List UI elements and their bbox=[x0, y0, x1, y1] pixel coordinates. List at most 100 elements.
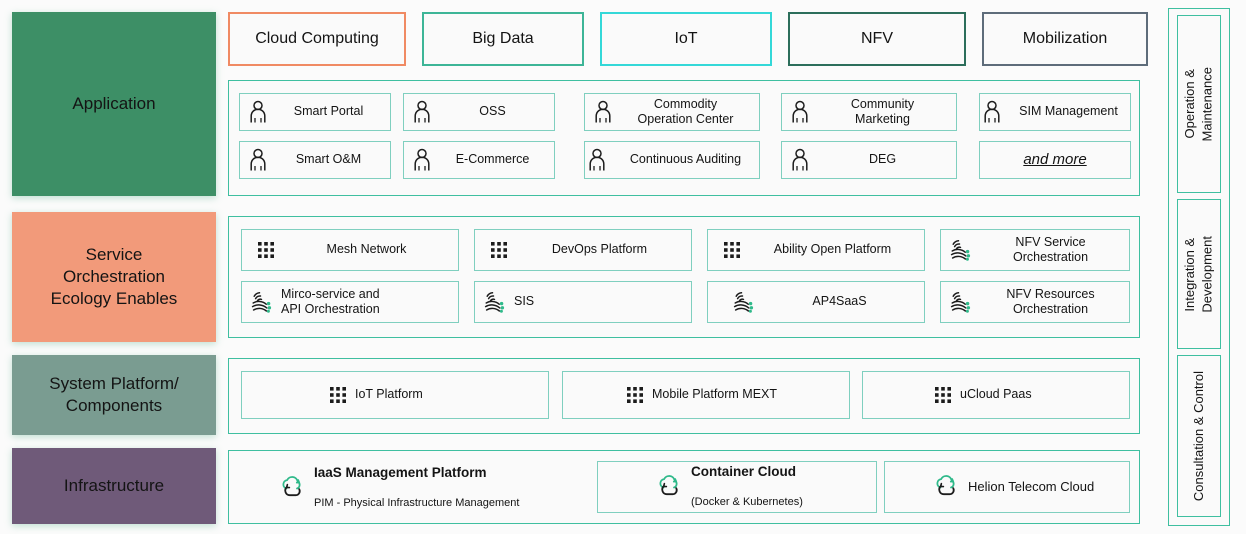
application-item-smart-om[interactable]: Smart O&M bbox=[239, 141, 391, 179]
system-platform-panel: IoT Platform Mobile Platform MEXT uC bbox=[228, 358, 1140, 434]
layer-label-service-orchestration[interactable]: Service Orchestration Ecology Enables bbox=[12, 212, 216, 342]
person-icon bbox=[414, 148, 430, 171]
infrastructure-item-title: Helion Telecom Cloud bbox=[968, 479, 1095, 495]
grid-dots-icon bbox=[330, 387, 346, 403]
platform-item-label: IoT Platform bbox=[355, 387, 423, 402]
service-item-label: SIS bbox=[514, 294, 535, 309]
layer-label-application[interactable]: Application bbox=[12, 12, 216, 196]
service-item-label: AP4SaaS bbox=[812, 294, 867, 309]
person-icon bbox=[250, 148, 266, 171]
application-item-community-marketing[interactable]: Community Marketing bbox=[781, 93, 957, 131]
infrastructure-item-title: IaaS Management Platform bbox=[314, 465, 487, 481]
badge-label: NFV bbox=[861, 30, 893, 47]
service-item-mesh-network[interactable]: Mesh Network bbox=[241, 229, 459, 271]
platform-item-ucloud-paas[interactable]: uCloud Paas bbox=[862, 371, 1130, 419]
badge-mobilization[interactable]: Mobilization bbox=[982, 12, 1148, 66]
application-item-label: E-Commerce bbox=[455, 152, 530, 167]
person-icon bbox=[589, 148, 605, 171]
side-rail-label: Operation & Maintenance bbox=[1182, 66, 1215, 142]
cloud-sync-icon bbox=[282, 476, 301, 497]
person-icon bbox=[414, 100, 430, 123]
grid-dots-icon bbox=[258, 242, 274, 258]
person-icon bbox=[792, 100, 808, 123]
application-item-oss[interactable]: OSS bbox=[403, 93, 555, 131]
application-item-deg[interactable]: DEG bbox=[781, 141, 957, 179]
application-item-label: Smart Portal bbox=[293, 104, 364, 119]
cloud-sync-icon bbox=[936, 475, 955, 496]
grid-dots-icon bbox=[935, 387, 951, 403]
grid-dots-icon bbox=[627, 387, 643, 403]
platform-item-label: uCloud Paas bbox=[960, 387, 1032, 402]
service-item-nfv-service-orchestration[interactable]: NFV Service Orchestration bbox=[940, 229, 1130, 271]
badge-cloud-computing[interactable]: Cloud Computing bbox=[228, 12, 406, 66]
service-item-ability-open-platform[interactable]: Ability Open Platform bbox=[707, 229, 925, 271]
service-item-label: Mirco-service and API Orchestration bbox=[281, 286, 380, 316]
application-item-label: Continuous Auditing bbox=[629, 152, 742, 167]
service-item-devops-platform[interactable]: DevOps Platform bbox=[474, 229, 692, 271]
application-item-label: Commodity Operation Center bbox=[637, 96, 734, 126]
infrastructure-item-subtitle: PIM - Physical Infrastructure Management bbox=[314, 497, 520, 510]
application-panel: Smart Portal OSS Commodity Operation Cen… bbox=[228, 80, 1140, 196]
person-icon bbox=[595, 100, 611, 123]
layer-label-text: System Platform/ Components bbox=[49, 373, 179, 415]
service-item-nfv-resources-orchestration[interactable]: NFV Resources Orchestration bbox=[940, 281, 1130, 323]
application-item-smart-portal[interactable]: Smart Portal bbox=[239, 93, 391, 131]
grid-dots-icon bbox=[491, 242, 507, 258]
badge-label: IoT bbox=[674, 30, 698, 47]
infrastructure-item-iaas-management-platform[interactable]: IaaS Management Platform PIM - Physical … bbox=[271, 465, 601, 511]
service-item-label: NFV Service Orchestration bbox=[1012, 234, 1089, 264]
application-item-label: OSS bbox=[479, 104, 506, 119]
side-rail: Operation & Maintenance Integration & De… bbox=[1168, 8, 1230, 526]
infrastructure-item-subtitle: (Docker & Kubernetes) bbox=[691, 496, 803, 509]
application-item-sim-management[interactable]: SIM Management bbox=[979, 93, 1131, 131]
application-item-continuous-auditing[interactable]: Continuous Auditing bbox=[584, 141, 760, 179]
badge-label: Mobilization bbox=[1022, 30, 1108, 47]
orchestration-icon bbox=[950, 292, 971, 313]
side-rail-integration-development[interactable]: Integration & Development bbox=[1177, 199, 1221, 349]
application-item-label: Smart O&M bbox=[295, 152, 362, 167]
infrastructure-item-title: Container Cloud bbox=[691, 464, 796, 480]
orchestration-icon bbox=[950, 240, 971, 261]
platform-item-iot-platform[interactable]: IoT Platform bbox=[241, 371, 549, 419]
application-item-and-more[interactable]: and more bbox=[979, 141, 1131, 179]
service-item-ap4saas[interactable]: AP4SaaS bbox=[707, 281, 925, 323]
side-rail-operation-maintenance[interactable]: Operation & Maintenance bbox=[1177, 15, 1221, 193]
cloud-sync-icon bbox=[659, 475, 678, 496]
service-item-label: Ability Open Platform bbox=[773, 242, 892, 257]
platform-item-label: Mobile Platform MEXT bbox=[652, 387, 778, 402]
badge-iot[interactable]: IoT bbox=[600, 12, 772, 66]
layer-label-system-platform[interactable]: System Platform/ Components bbox=[12, 355, 216, 435]
grid-dots-icon bbox=[724, 242, 740, 258]
layer-label-text: Infrastructure bbox=[63, 475, 165, 495]
layer-label-text: Application bbox=[72, 93, 156, 113]
badge-label: Big Data bbox=[472, 30, 534, 47]
service-item-micro-service-api-orchestration[interactable]: Mirco-service and API Orchestration bbox=[241, 281, 459, 323]
infrastructure-item-helion-telecom-cloud[interactable]: Helion Telecom Cloud bbox=[884, 461, 1130, 513]
service-orchestration-panel: Mesh Network DevOps Platform Ability bbox=[228, 216, 1140, 338]
application-item-commodity-operation-center[interactable]: Commodity Operation Center bbox=[584, 93, 760, 131]
infrastructure-panel: IaaS Management Platform PIM - Physical … bbox=[228, 450, 1140, 524]
platform-item-mobile-platform-mext[interactable]: Mobile Platform MEXT bbox=[562, 371, 850, 419]
orchestration-icon bbox=[251, 292, 272, 313]
orchestration-icon bbox=[733, 292, 754, 313]
application-item-e-commerce[interactable]: E-Commerce bbox=[403, 141, 555, 179]
service-item-label: DevOps Platform bbox=[551, 242, 648, 257]
layer-label-infrastructure[interactable]: Infrastructure bbox=[12, 448, 216, 524]
infrastructure-item-container-cloud[interactable]: Container Cloud (Docker & Kubernetes) bbox=[597, 461, 877, 513]
person-icon bbox=[250, 100, 266, 123]
side-rail-consultation-control[interactable]: Consultation & Control bbox=[1177, 355, 1221, 517]
orchestration-icon bbox=[484, 292, 505, 313]
person-icon bbox=[984, 100, 1000, 123]
badge-big-data[interactable]: Big Data bbox=[422, 12, 584, 66]
header-badge-row: Cloud Computing Big Data IoT NFV Mobiliz… bbox=[228, 12, 1148, 66]
badge-nfv[interactable]: NFV bbox=[788, 12, 966, 66]
service-item-label: Mesh Network bbox=[326, 242, 407, 257]
application-item-label: Community Marketing bbox=[850, 96, 915, 126]
service-item-sis[interactable]: SIS bbox=[474, 281, 692, 323]
side-rail-label: Consultation & Control bbox=[1191, 370, 1207, 502]
person-icon bbox=[792, 148, 808, 171]
application-item-label: DEG bbox=[868, 152, 897, 167]
layer-label-text: Service Orchestration Ecology Enables bbox=[50, 244, 178, 309]
application-item-label: SIM Management bbox=[1019, 104, 1118, 119]
